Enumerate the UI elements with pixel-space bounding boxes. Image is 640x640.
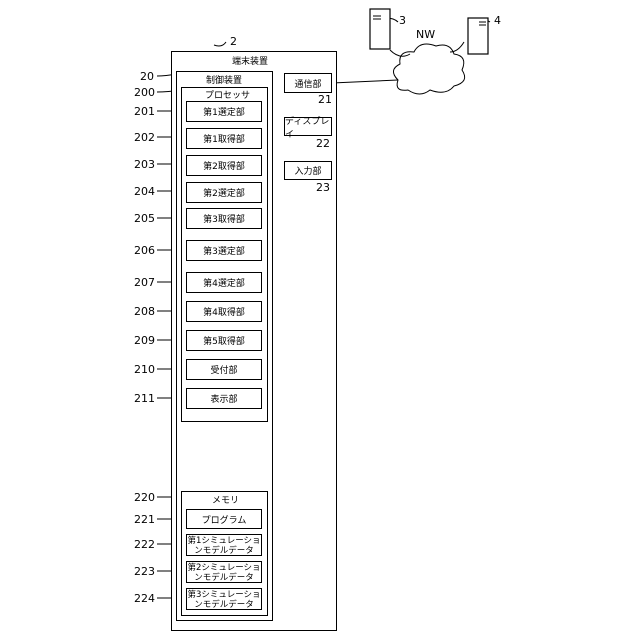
memory-ref: 220	[134, 491, 155, 504]
network-label: NW	[416, 28, 435, 41]
model-ref: 222	[134, 538, 155, 551]
terminal-label: 端末装置	[232, 54, 268, 67]
memory-label: メモリ	[212, 493, 239, 506]
unit-ref: 203	[134, 158, 155, 171]
unit-box: 第4取得部	[186, 301, 262, 322]
unit-box: 第3選定部	[186, 240, 262, 261]
unit-ref: 202	[134, 131, 155, 144]
processor-label: プロセッサ	[205, 88, 250, 101]
unit-box: 第2選定部	[186, 182, 262, 203]
model-ref: 224	[134, 592, 155, 605]
processor-ref: 200	[134, 86, 155, 99]
unit-box: 第2取得部	[186, 155, 262, 176]
controller-label: 制御装置	[206, 73, 242, 86]
unit-box: 第1選定部	[186, 101, 262, 122]
model-line2: ンモデルデータ	[187, 573, 261, 583]
unit-box: 第1取得部	[186, 128, 262, 149]
program-ref: 221	[134, 513, 155, 526]
model-line1: 第2シミュレーショ	[187, 563, 261, 573]
unit-ref: 205	[134, 212, 155, 225]
model-ref: 223	[134, 565, 155, 578]
model-box: 第1シミュレーショ ンモデルデータ	[186, 534, 262, 556]
model-line1: 第3シミュレーショ	[187, 590, 261, 600]
model-line2: ンモデルデータ	[187, 546, 261, 556]
display-ref: 22	[316, 137, 330, 150]
unit-ref: 211	[134, 392, 155, 405]
model-line2: ンモデルデータ	[187, 600, 261, 610]
input-unit-box: 入力部	[284, 161, 332, 180]
unit-box: 第5取得部	[186, 330, 262, 351]
model-box: 第3シミュレーショ ンモデルデータ	[186, 588, 262, 610]
unit-ref: 210	[134, 363, 155, 376]
controller-ref: 20	[140, 70, 154, 83]
unit-ref: 208	[134, 305, 155, 318]
unit-ref: 209	[134, 334, 155, 347]
input-unit-ref: 23	[316, 181, 330, 194]
server-a-icon	[370, 9, 390, 49]
model-line1: 第1シミュレーショ	[187, 536, 261, 546]
comm-unit-box: 通信部	[284, 73, 332, 93]
unit-ref: 207	[134, 276, 155, 289]
terminal-ref: 2	[230, 35, 237, 48]
unit-box: 第3取得部	[186, 208, 262, 229]
model-box: 第2シミュレーショ ンモデルデータ	[186, 561, 262, 583]
network-cloud-icon	[392, 44, 470, 96]
server-a-ref: 3	[399, 14, 406, 27]
program-box: プログラム	[186, 509, 262, 529]
server-b-ref: 4	[494, 14, 501, 27]
unit-box: 表示部	[186, 388, 262, 409]
unit-ref: 201	[134, 105, 155, 118]
display-box: ディスプレイ	[284, 117, 332, 136]
server-b-icon	[468, 18, 488, 54]
unit-ref: 204	[134, 185, 155, 198]
unit-box: 第4選定部	[186, 272, 262, 293]
unit-ref: 206	[134, 244, 155, 257]
comm-unit-ref: 21	[318, 93, 332, 106]
unit-box: 受付部	[186, 359, 262, 380]
